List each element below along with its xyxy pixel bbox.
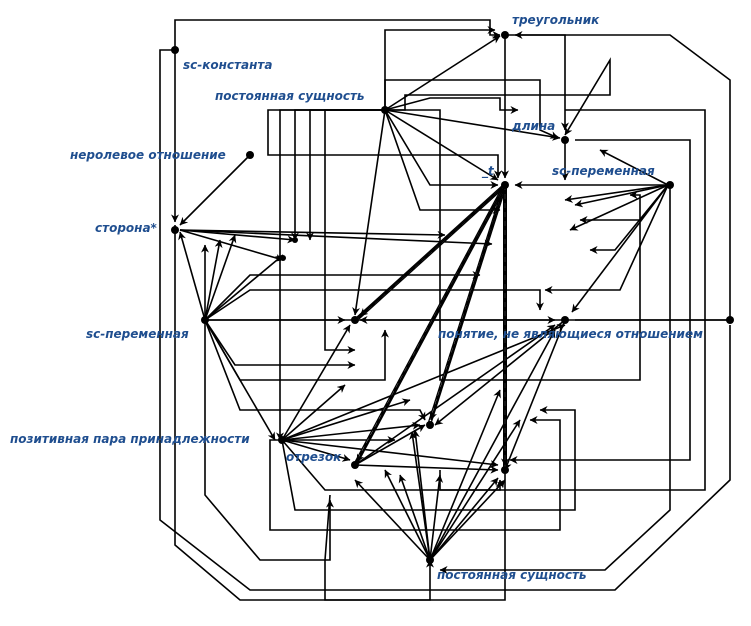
node-label-t: _t — [481, 164, 495, 179]
edge — [429, 389, 501, 561]
node-label-sc-var-right: sc-переменная — [552, 164, 655, 178]
edge — [174, 19, 501, 47]
edge — [281, 406, 576, 511]
node-dot-post-sush-top[interactable] — [381, 106, 389, 114]
edge — [439, 185, 671, 574]
node-dot-centre-b[interactable] — [426, 421, 434, 429]
edge — [204, 319, 389, 381]
node-label-poz-para: позитивная пара принадлежности — [10, 432, 250, 446]
edge — [384, 26, 496, 110]
edge — [429, 329, 556, 561]
node-dot-right-edge[interactable] — [726, 316, 734, 324]
edge — [204, 319, 426, 421]
edge — [204, 289, 544, 321]
edge — [514, 31, 731, 320]
edge — [509, 139, 691, 464]
edge — [429, 477, 499, 561]
edge — [354, 479, 431, 561]
edge — [281, 439, 351, 462]
edge — [204, 254, 284, 321]
node-dot-post-sush-bot[interactable] — [426, 556, 434, 564]
edge — [384, 469, 431, 561]
edge — [204, 320, 334, 561]
node-label-dlina: длина — [511, 119, 555, 133]
edge — [564, 184, 669, 203]
node-dot-sc-var-left[interactable] — [201, 316, 209, 324]
edge — [384, 35, 501, 111]
node-label-sc-var-left: sc-переменная — [86, 327, 189, 341]
node-dot-small-2[interactable] — [280, 255, 286, 261]
edge — [384, 109, 561, 141]
node-dot-nerolevoe[interactable] — [246, 151, 254, 159]
node-dot-t[interactable] — [501, 181, 509, 189]
node-dot-storona[interactable] — [171, 226, 179, 234]
edge — [281, 439, 499, 469]
edge — [354, 464, 499, 474]
node-dot-sc-const[interactable] — [171, 46, 179, 54]
edge — [384, 109, 499, 181]
edge — [579, 184, 669, 224]
edge — [384, 109, 501, 214]
edge — [354, 324, 556, 466]
edge — [179, 229, 446, 239]
node-label-post-sush-top: постоянная сущность — [215, 89, 365, 103]
node-label-storona: сторона* — [95, 221, 158, 235]
node-dot-otrezok[interactable] — [351, 461, 359, 469]
edge — [204, 271, 481, 321]
node-dot-poz-para[interactable] — [278, 436, 286, 444]
edge — [411, 429, 431, 561]
node-dot-centre-c[interactable] — [501, 466, 509, 474]
edge — [267, 109, 502, 179]
edge — [504, 319, 566, 471]
node-label-post-sush-bot: постоянная сущность — [437, 568, 587, 582]
edge — [281, 398, 411, 441]
edge — [429, 474, 444, 561]
edge — [384, 97, 519, 114]
node-label-nerolevoe: неролевое отношение — [70, 148, 226, 162]
node-label-sc-const: sc-константа — [183, 58, 272, 72]
node-label-ponyatie: понятие, не являющиеся отношением — [438, 327, 703, 341]
edge — [439, 109, 706, 491]
edge — [306, 109, 385, 241]
edge — [159, 49, 731, 591]
edge — [281, 324, 351, 441]
edge — [398, 474, 431, 561]
nodes — [171, 31, 734, 564]
edge — [179, 229, 296, 244]
edge — [352, 109, 386, 316]
edge — [505, 34, 569, 131]
node-label-otrezok: отрезок — [286, 450, 342, 464]
edge — [204, 319, 276, 441]
edge — [281, 421, 421, 441]
edge — [204, 239, 223, 321]
node-dot-dlina[interactable] — [561, 136, 569, 144]
edge — [434, 319, 566, 426]
edge — [174, 225, 434, 601]
edges — [159, 19, 731, 601]
edge — [204, 234, 237, 321]
edge — [385, 109, 641, 381]
node-label-treugolnik: треугольник — [512, 13, 600, 27]
edge — [179, 154, 251, 226]
edge — [544, 184, 669, 294]
node-dot-ponyatie[interactable] — [561, 316, 569, 324]
edge — [324, 470, 506, 601]
edge — [281, 384, 346, 441]
access-arcs — [353, 183, 509, 468]
edge — [204, 319, 356, 369]
node-dot-centre-a[interactable] — [351, 316, 359, 324]
labels: треугольник sc-константа постоянная сущн… — [10, 13, 703, 582]
edge — [574, 184, 669, 208]
edge — [384, 109, 499, 189]
node-dot-sc-var-right[interactable] — [666, 181, 674, 189]
edge — [178, 231, 206, 321]
edge — [291, 109, 385, 241]
node-dot-treugolnik[interactable] — [501, 31, 509, 39]
edge — [281, 324, 566, 441]
node-dot-small-1[interactable] — [292, 237, 298, 243]
edge — [599, 149, 669, 186]
edge — [429, 479, 506, 561]
